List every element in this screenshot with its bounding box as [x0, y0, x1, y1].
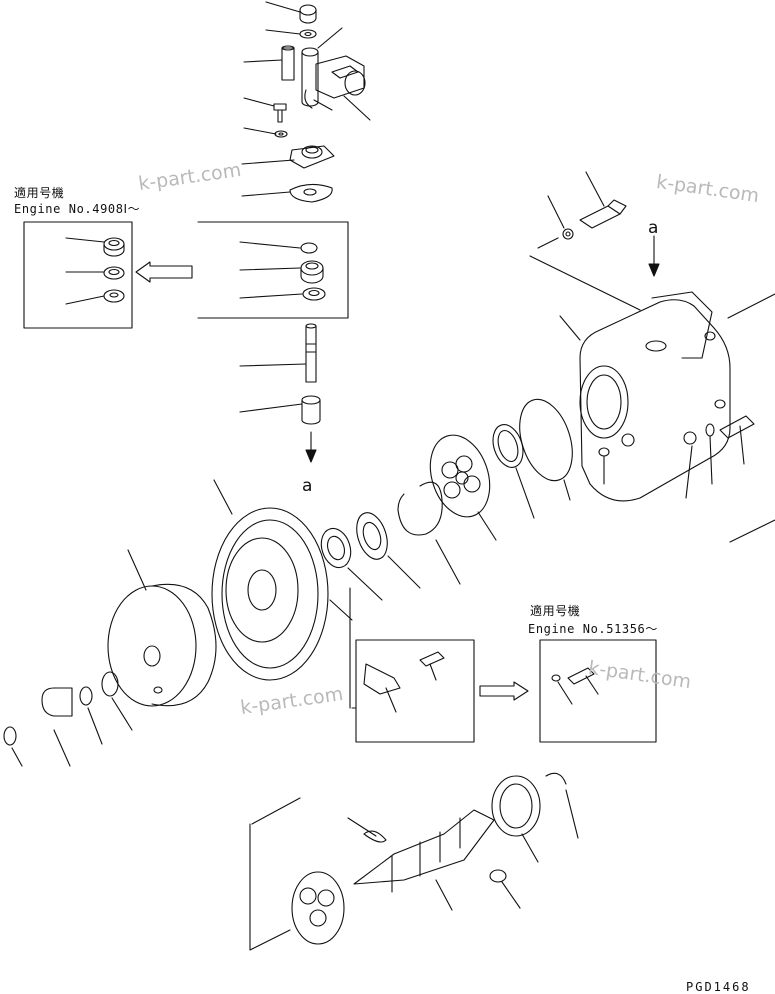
center-inset-box: [198, 222, 348, 318]
lower-shaft-assembly: [250, 773, 578, 950]
left-note-line2: Engine No.4908Ⅰ～: [14, 202, 141, 216]
drive-gear: [108, 550, 216, 706]
bolt-inset-box: [540, 640, 656, 742]
arrow-to-left-box: [136, 262, 192, 282]
reference-marker-a-rod: a: [302, 476, 313, 496]
right-note-line1: 適用号機: [530, 604, 581, 618]
drawing-code: PGD1468: [686, 980, 751, 994]
shaft-end-parts: [4, 672, 132, 766]
bracket-inset-box: [356, 640, 474, 742]
left-note-line1: 適用号機: [14, 186, 65, 200]
arrow-to-right-box: [480, 682, 528, 700]
reference-marker-a-housing: a: [648, 218, 659, 238]
seals-and-bearings: [317, 393, 582, 600]
right-note-line2: Engine No.51356～: [528, 622, 658, 636]
rod-and-bushing: [240, 324, 320, 462]
governor-housing: [530, 172, 775, 542]
idler-gear: [212, 480, 356, 708]
left-inset-box: [24, 222, 132, 328]
top-valve-assembly: [242, 2, 370, 202]
